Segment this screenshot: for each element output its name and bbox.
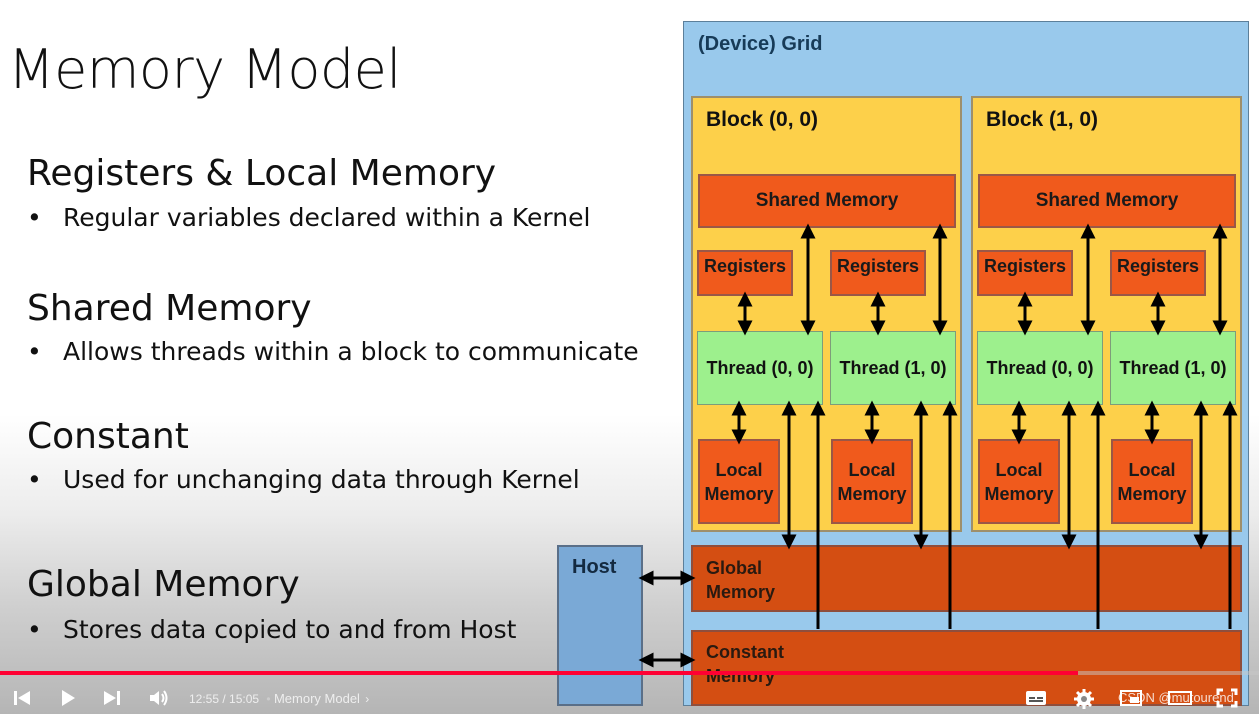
bullet-global: • Stores data copied to and from Host — [27, 615, 516, 644]
bullet-shared: • Allows threads within a block to commun… — [27, 337, 639, 366]
block-label: Block (0, 0) — [706, 108, 819, 131]
local-memory: Local Memory — [831, 439, 913, 524]
play-icon[interactable] — [58, 688, 78, 714]
local-memory: Local Memory — [978, 439, 1060, 524]
chapter-button[interactable]: Memory Model — [273, 691, 360, 706]
bullet-text: Used for unchanging data through Kernel — [63, 465, 580, 494]
progress-played — [0, 671, 1078, 675]
global-memory: Global Memory — [691, 545, 1242, 612]
slide-title: Memory Model — [8, 38, 401, 101]
prev-icon[interactable] — [12, 688, 32, 714]
bullet-dot: • — [27, 203, 42, 232]
bullet-dot: • — [27, 465, 42, 494]
thread: Thread (0, 0) — [697, 331, 823, 405]
watermark: CSDN @mutourend — [1118, 690, 1234, 705]
host — [557, 545, 643, 706]
volume-icon[interactable] — [148, 688, 170, 714]
duration: 15:05 — [229, 692, 260, 706]
registers: Registers — [977, 250, 1073, 296]
settings-icon[interactable] — [1073, 688, 1095, 716]
thread: Thread (0, 0) — [977, 331, 1103, 405]
time-display: 12:55 / 15:05 • Memory Model › — [189, 691, 370, 706]
current-time: 12:55 — [189, 692, 220, 706]
bullet-text: Stores data copied to and from Host — [63, 615, 517, 644]
section-heading-constant: Constant — [27, 416, 189, 457]
constant-memory: Constant Memory — [691, 630, 1242, 706]
chevron-right-icon: › — [365, 692, 370, 706]
subtitles-icon[interactable] — [1025, 688, 1047, 714]
section-heading-registers: Registers & Local Memory — [27, 153, 497, 194]
next-icon[interactable] — [102, 688, 122, 714]
bullet-constant: • Used for unchanging data through Kernel — [27, 465, 580, 494]
fullscreen-icon[interactable] — [1216, 688, 1238, 714]
registers: Registers — [830, 250, 926, 296]
device-grid-label: (Device) Grid — [698, 33, 823, 55]
bullet-registers: • Regular variables declared within a Ker… — [27, 203, 590, 232]
block-label: Block (1, 0) — [986, 108, 1099, 131]
host-label: Host — [572, 556, 617, 578]
local-memory: Local Memory — [698, 439, 780, 524]
bullet-text: Allows threads within a block to communi… — [63, 337, 639, 366]
chapter-separator: • — [266, 692, 271, 706]
shared-memory: Shared Memory — [978, 174, 1236, 228]
section-heading-global: Global Memory — [27, 564, 300, 605]
bullet-text: Regular variables declared within a Kern… — [63, 203, 591, 232]
registers: Registers — [697, 250, 793, 296]
bullet-dot: • — [27, 615, 42, 644]
shared-memory: Shared Memory — [698, 174, 956, 228]
miniplayer-icon[interactable] — [1120, 688, 1142, 714]
section-heading-shared: Shared Memory — [27, 288, 312, 329]
thread: Thread (1, 0) — [830, 331, 956, 405]
thread: Thread (1, 0) — [1110, 331, 1236, 405]
global-memory-label: Global Memory — [706, 558, 776, 602]
theater-icon[interactable] — [1168, 688, 1192, 714]
bullet-dot: • — [27, 337, 42, 366]
